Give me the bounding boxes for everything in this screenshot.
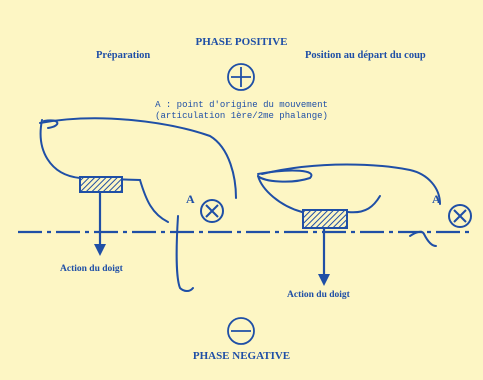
minus-circle-icon <box>227 317 255 345</box>
origin-note-line-1: A : point d'origine du mouvement <box>155 100 328 110</box>
cross-circle-icon <box>448 204 472 228</box>
plus-circle-icon <box>227 63 255 91</box>
finger-action-left-label: Action du doigt <box>60 264 123 274</box>
finger-right <box>257 163 441 247</box>
cross-circle-icon <box>200 199 224 223</box>
phase-positive-label: PHASE POSITIVE <box>195 36 288 48</box>
preparation-label: Préparation <box>96 50 151 61</box>
phase-negative-label: PHASE NEGATIVE <box>192 350 291 362</box>
finger-action-right-label: Action du doigt <box>287 290 350 300</box>
arrow-down-icon <box>94 192 106 256</box>
start-position-label: Position au départ du coup <box>305 50 426 61</box>
origin-note-line-2: (articulation 1ère/2me phalange) <box>155 111 328 121</box>
pad-right <box>302 209 348 229</box>
origin-note: A : point d'origine du mouvement (articu… <box>0 100 483 122</box>
point-a-right-label: A <box>432 192 441 206</box>
point-a-left-label: A <box>186 192 195 206</box>
pad-left <box>79 176 123 193</box>
arrow-down-icon <box>318 228 330 286</box>
